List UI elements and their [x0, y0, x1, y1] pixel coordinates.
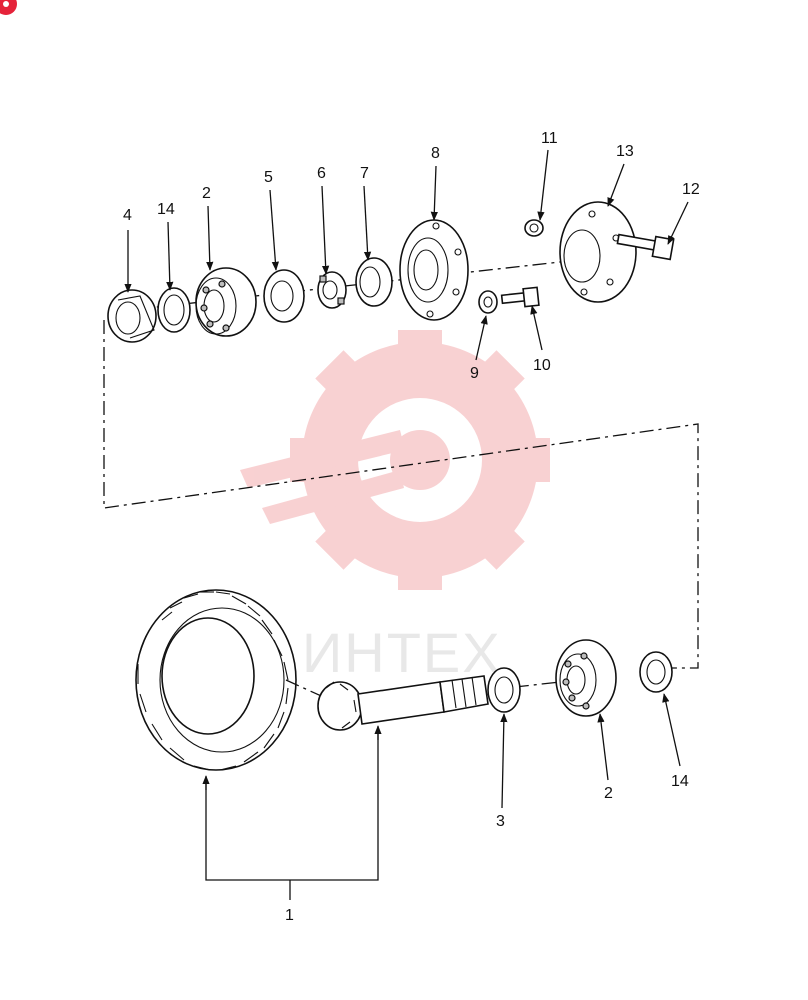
label-part-11: 11	[541, 130, 558, 147]
label-part-2-bottom: 2	[604, 785, 613, 802]
label-part-6: 6	[317, 165, 326, 182]
corner-badge	[0, 0, 17, 15]
label-part-1: 1	[285, 907, 294, 924]
label-part-7: 7	[360, 165, 369, 182]
part-flange-13	[559, 201, 637, 303]
label-part-3: 3	[496, 813, 505, 830]
part-nut-6	[317, 271, 347, 309]
label-part-14-bottom: 14	[671, 773, 689, 790]
label-part-5: 5	[264, 169, 273, 186]
watermark-text: ИНТЕХ	[302, 621, 502, 684]
label-part-8: 8	[431, 145, 440, 162]
part-ring-gear-1	[135, 589, 297, 771]
part-nut-11	[524, 219, 544, 237]
leader-lines	[124, 149, 689, 809]
label-part-13: 13	[616, 143, 634, 160]
label-part-14-top: 14	[157, 201, 175, 218]
part-bearing-2-bottom	[555, 639, 617, 717]
red-badge-icon	[0, 0, 17, 15]
bracket-part-1	[205, 730, 379, 881]
part-bearing-2-top	[195, 267, 257, 337]
part-washer-5	[263, 269, 305, 323]
part-washer-9	[478, 290, 498, 314]
part-sleeve-4	[107, 289, 157, 343]
watermark-logo	[240, 330, 550, 590]
label-part-2-top: 2	[202, 185, 211, 202]
label-part-10: 10	[533, 357, 551, 374]
part-ring-14-bottom	[639, 651, 673, 693]
assembly-line-long	[103, 320, 699, 669]
label-part-9: 9	[470, 365, 479, 382]
part-washer-3	[487, 667, 521, 713]
label-part-12: 12	[682, 181, 700, 198]
part-race-7	[355, 257, 393, 307]
part-pinion-shaft-1	[317, 675, 489, 731]
part-housing-8	[399, 219, 469, 321]
label-part-4: 4	[123, 207, 132, 224]
part-ring-14-top	[157, 287, 191, 333]
part-bolt-10	[500, 286, 540, 308]
